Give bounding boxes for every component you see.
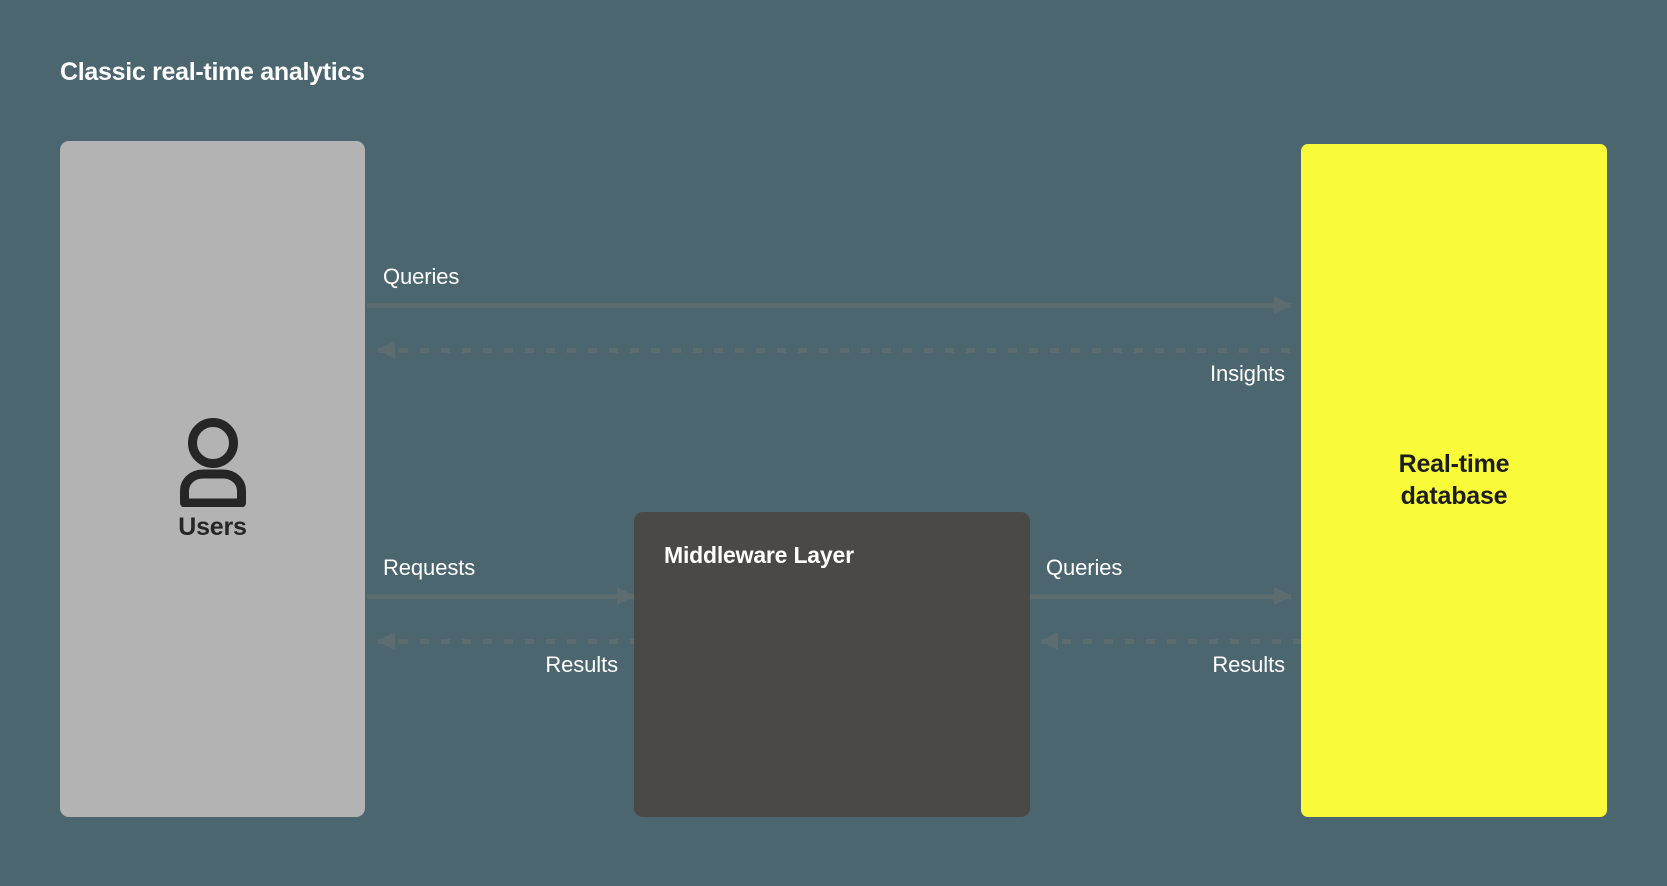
- node-middleware-label: Middleware Layer: [664, 542, 854, 568]
- arrowhead-left-icon: [377, 632, 395, 650]
- arrowhead-left-icon: [377, 341, 395, 359]
- node-users-label: Users: [178, 512, 247, 541]
- arrowhead-left-icon: [1040, 632, 1058, 650]
- connector-line: [378, 639, 634, 644]
- connector-label-queries-middleware-database: Queries: [1046, 555, 1123, 580]
- connector-line: [1041, 639, 1301, 644]
- node-users[interactable]: Users: [60, 141, 365, 817]
- connector-line: [367, 594, 634, 599]
- connector-label-insights: Insights: [1209, 361, 1285, 386]
- arrowhead-right-icon: [1274, 587, 1292, 605]
- connector-line: [378, 348, 1301, 353]
- arrowhead-right-icon: [1274, 296, 1292, 314]
- connector-label-requests: Requests: [383, 555, 476, 580]
- arrowhead-right-icon: [617, 587, 635, 605]
- node-database[interactable]: Real-time database: [1301, 144, 1607, 817]
- connector-label-results-database-middleware: Results: [1212, 652, 1285, 677]
- user-icon: [174, 417, 252, 507]
- connector-line: [1030, 594, 1291, 599]
- connector-line: [367, 303, 1291, 308]
- connector-label-results-middleware-users: Results: [545, 652, 618, 677]
- node-middleware[interactable]: Middleware Layer: [634, 512, 1030, 817]
- node-database-label: Real-time database: [1398, 450, 1510, 510]
- page-title: Classic real-time analytics: [60, 58, 365, 86]
- connector-label-queries-users-database: Queries: [383, 264, 460, 289]
